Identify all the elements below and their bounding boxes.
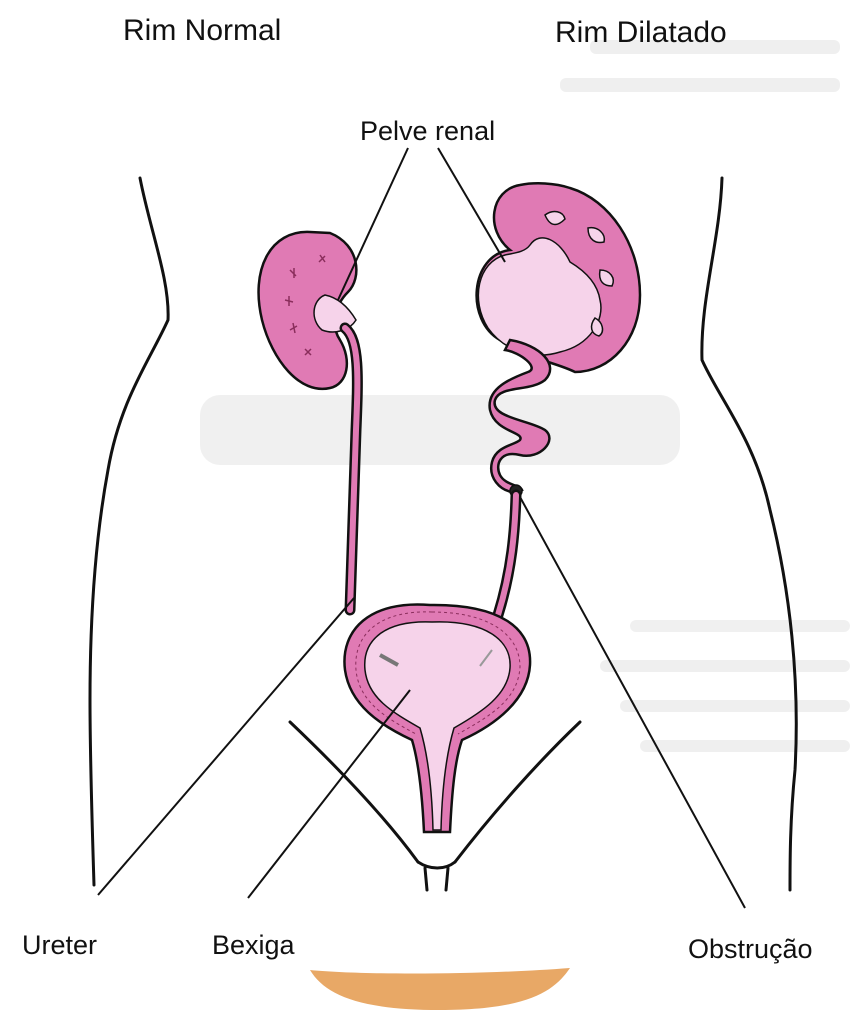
bottom-skin-blob	[310, 968, 570, 1010]
label-pelve-renal: Pelve renal	[360, 116, 495, 146]
label-obstrucao: Obstrução	[688, 934, 813, 964]
bladder	[344, 604, 530, 832]
leader-pelve-normal	[338, 148, 408, 300]
label-ureter: Ureter	[22, 930, 97, 960]
body-left-contour	[90, 178, 168, 885]
label-rim-normal: Rim Normal	[123, 14, 281, 47]
body-right-contour	[702, 178, 796, 890]
pubic-right-leg	[446, 868, 448, 890]
label-rim-dilatado: Rim Dilatado	[555, 16, 727, 49]
pelvic-line-right	[455, 722, 580, 862]
pelvic-line-left	[290, 722, 418, 862]
normal-kidney	[259, 232, 357, 389]
pubic-left-leg	[425, 868, 427, 890]
pubic-arch	[418, 862, 455, 868]
label-bexiga: Bexiga	[212, 930, 296, 960]
leader-bexiga	[248, 690, 410, 898]
